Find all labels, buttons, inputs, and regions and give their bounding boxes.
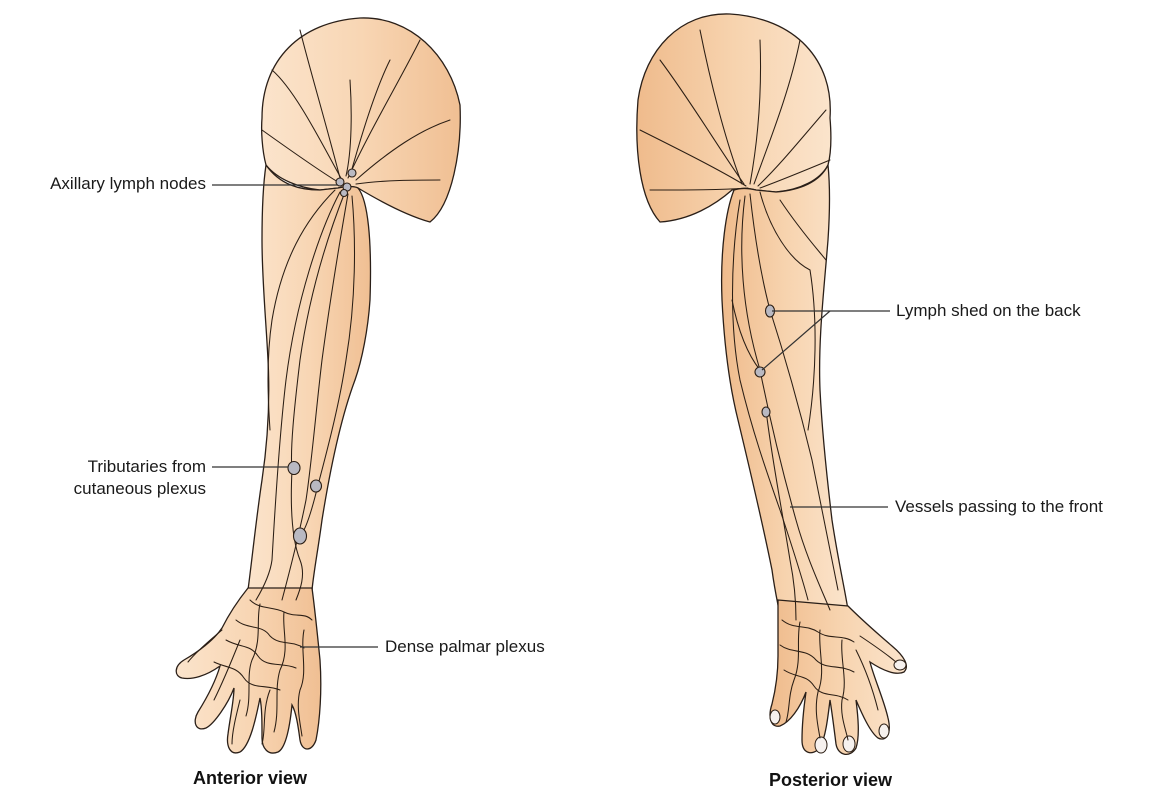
tributaries-label-line2: cutaneous plexus	[20, 478, 206, 500]
dense-palmar-plexus-label: Dense palmar plexus	[385, 636, 545, 658]
tributaries-label: Tributaries from cutaneous plexus	[20, 456, 206, 500]
anterior-view-title: Anterior view	[193, 768, 307, 789]
posterior-arm	[637, 14, 907, 754]
lymph-shed-label: Lymph shed on the back	[896, 300, 1081, 322]
anterior-hand	[176, 588, 321, 753]
tributaries-label-line1: Tributaries from	[20, 456, 206, 478]
anterior-upper-limb	[248, 165, 371, 590]
axillary-lymph-nodes-label: Axillary lymph nodes	[10, 173, 206, 195]
posterior-view-title: Posterior view	[769, 770, 892, 791]
vessels-front-label: Vessels passing to the front	[895, 496, 1103, 518]
